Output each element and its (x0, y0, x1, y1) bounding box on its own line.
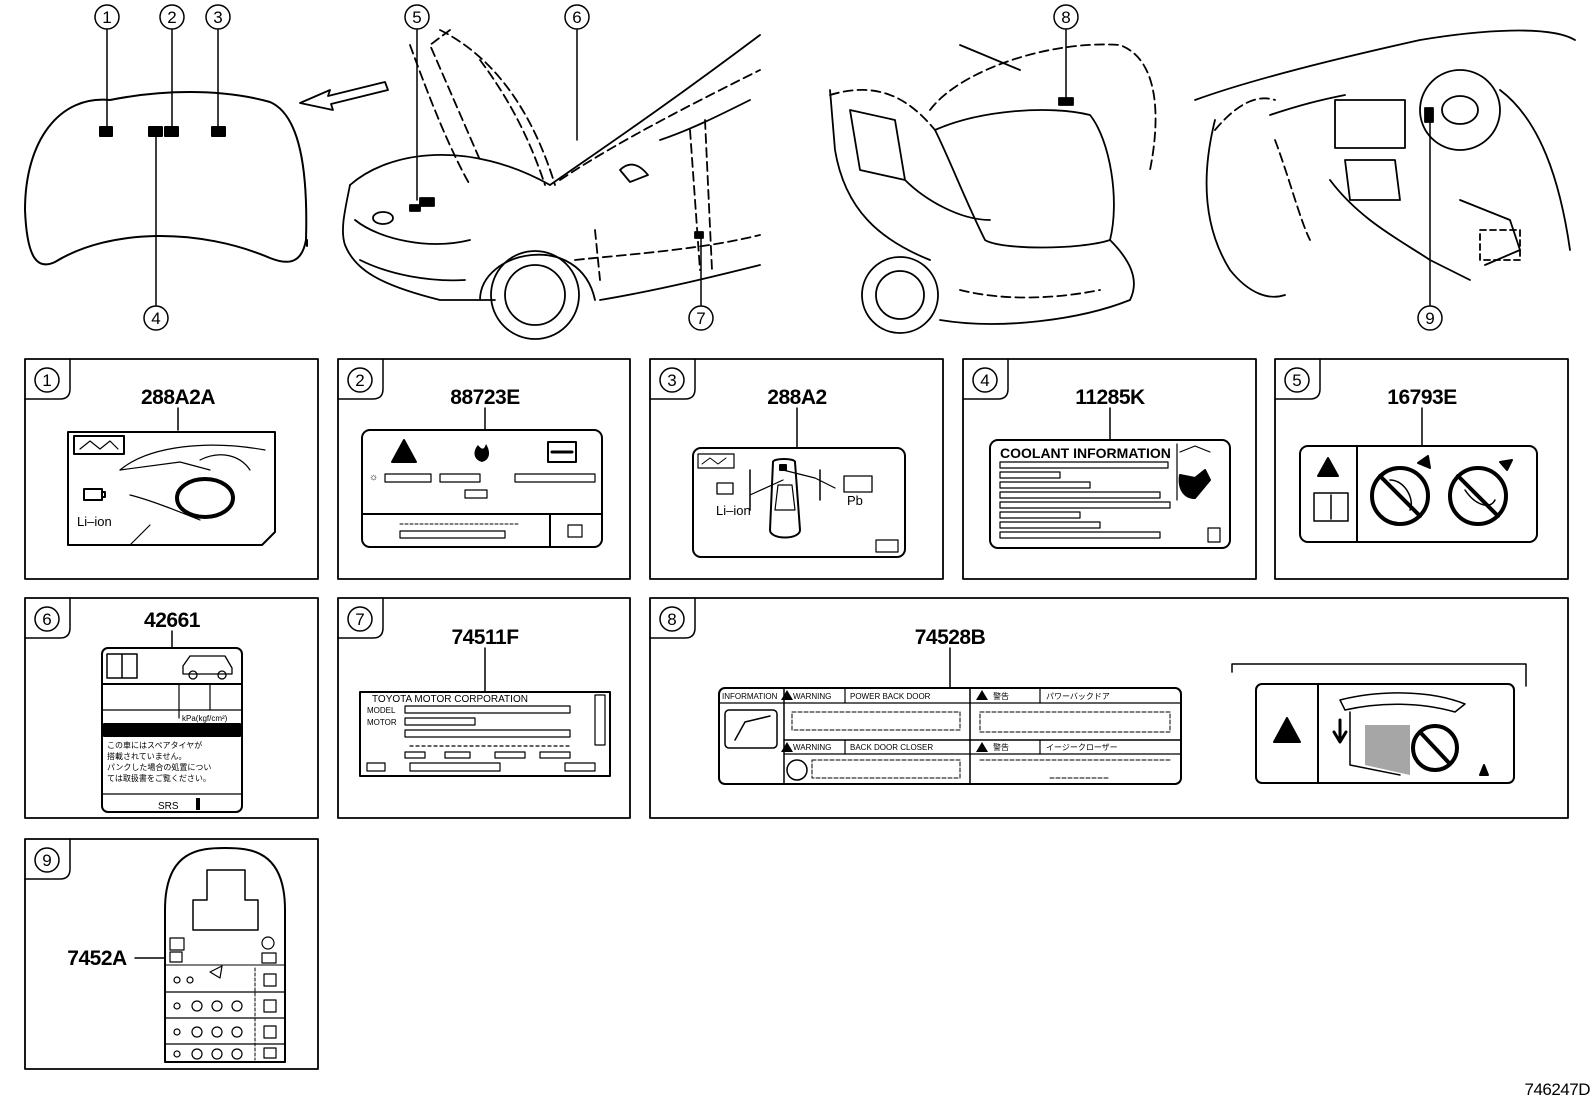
part-number-4: 11285K (1075, 386, 1145, 409)
svg-text:MOTOR: MOTOR (367, 718, 397, 727)
svg-text:4: 4 (151, 309, 160, 328)
panel-number-labels: 1 2 3 4 5 6 7 8 9 (42, 371, 1301, 870)
svg-text:5: 5 (412, 8, 421, 27)
svg-text:SRS: SRS (158, 801, 179, 812)
svg-text:パンクした場合の処置につい: パンクした場合の処置につい (107, 762, 211, 772)
svg-text:Li–ion: Li–ion (77, 514, 112, 529)
svg-text:COOLANT INFORMATION: COOLANT INFORMATION (1000, 445, 1171, 461)
hood-illustration (24, 29, 308, 306)
svg-text:7: 7 (355, 610, 364, 629)
svg-text:POWER BACK DOOR: POWER BACK DOOR (850, 692, 931, 701)
svg-text:警告: 警告 (993, 691, 1009, 701)
label-4: COOLANT INFORMATION (989, 439, 1231, 549)
svg-text:2: 2 (355, 371, 364, 390)
panel-frames (24, 358, 1569, 1070)
panel-number-tabs (24, 358, 1321, 880)
svg-text:TOYOTA MOTOR CORPORATION: TOYOTA MOTOR CORPORATION (372, 694, 528, 705)
svg-text:イージークローザー: イージークローザー (1046, 743, 1118, 752)
svg-text:3: 3 (667, 371, 676, 390)
svg-text:搭載されていません。: 搭載されていません。 (107, 751, 187, 761)
svg-text:Li–ion: Li–ion (716, 503, 751, 518)
part-number-9: 7452A (67, 947, 127, 970)
part-number-1: 288A2A (141, 386, 215, 409)
svg-text:7: 7 (696, 309, 705, 328)
label-1: Li–ion (67, 431, 276, 546)
svg-text:8: 8 (1061, 8, 1070, 27)
part-number-3: 288A2 (767, 386, 826, 409)
label-5 (1299, 445, 1538, 543)
svg-text:1: 1 (102, 8, 111, 27)
svg-text:1: 1 (42, 371, 51, 390)
top-callout-labels: 1 2 3 5 6 8 4 7 9 (102, 8, 1434, 328)
front-car-illustration (342, 29, 761, 340)
svg-text:パワーバックドア: パワーバックドア (1046, 692, 1110, 701)
svg-text:5: 5 (1292, 371, 1301, 390)
label-8a: INFORMATION WARNING POWER BACK DOOR 警告 パ… (718, 687, 1182, 785)
svg-text:4: 4 (980, 371, 989, 390)
svg-text:2: 2 (167, 8, 176, 27)
svg-text:kPa(kgf/cm²): kPa(kgf/cm²) (182, 714, 228, 723)
label-6: kPa(kgf/cm²) この車にはスペアタイヤが 搭載されていません。 パンク… (101, 647, 243, 813)
arrow-icon (299, 81, 389, 111)
top-callout-numbers (94, 4, 1443, 331)
svg-text:ては取扱書をご覧ください。: ては取扱書をご覧ください。 (107, 773, 211, 783)
figure-code: 746247D (1524, 1080, 1590, 1099)
svg-text:BACK DOOR CLOSER: BACK DOOR CLOSER (850, 743, 933, 752)
svg-text:WARNING: WARNING (793, 692, 831, 701)
label-8b (1231, 663, 1527, 784)
leader-lines (134, 407, 1423, 959)
part-number-2: 88723E (450, 386, 520, 409)
svg-text:9: 9 (1425, 309, 1434, 328)
part-number-7: 74511F (451, 626, 519, 649)
part-number-8: 74528B (915, 626, 986, 649)
part-number-5: 16793E (1387, 386, 1457, 409)
label-9 (164, 847, 286, 1063)
part-number-6: 42661 (144, 609, 201, 632)
svg-text:8: 8 (667, 610, 676, 629)
svg-text:Pb: Pb (847, 493, 863, 508)
svg-text:9: 9 (42, 851, 51, 870)
svg-text:警告: 警告 (993, 742, 1009, 752)
svg-text:WARNING: WARNING (793, 743, 831, 752)
interior-illustration (1194, 29, 1576, 306)
svg-text:3: 3 (213, 8, 222, 27)
label-2: ☼ (361, 429, 603, 548)
label-3: Li–ion Pb (692, 447, 906, 558)
rear-car-illustration (829, 29, 1157, 334)
svg-text:6: 6 (572, 8, 581, 27)
svg-text:6: 6 (42, 610, 51, 629)
svg-text:MODEL: MODEL (367, 706, 396, 715)
svg-text:☼: ☼ (369, 472, 378, 483)
label-7: TOYOTA MOTOR CORPORATION MODEL MOTOR (359, 691, 611, 777)
svg-text:INFORMATION: INFORMATION (722, 692, 778, 701)
svg-text:この車にはスペアタイヤが: この車にはスペアタイヤが (107, 740, 202, 750)
